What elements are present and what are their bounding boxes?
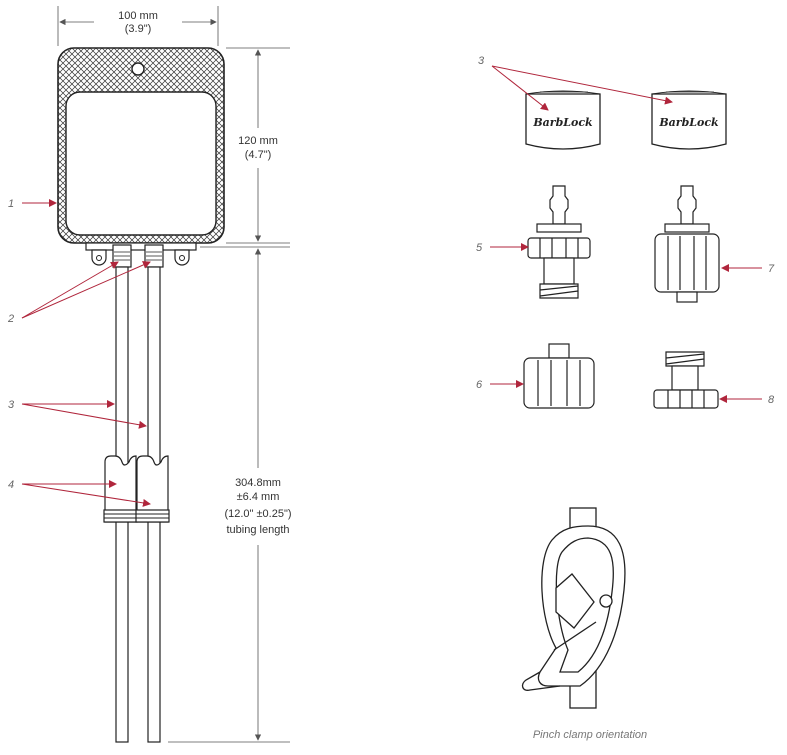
barblock-cap-left: BarbLock — [525, 90, 601, 150]
tube-length-line1: 304.8mm — [235, 477, 281, 489]
callout-7: 7 — [768, 263, 775, 275]
left-callout-arrows — [21, 199, 151, 507]
connector-5 — [527, 185, 591, 299]
bag-tab-right-hole — [179, 255, 185, 261]
connector-8 — [653, 351, 719, 409]
pinch-clamp — [521, 507, 626, 709]
height-mm-label: 120 mm — [238, 135, 278, 147]
tube-length-line2: ±6.4 mm — [237, 491, 280, 503]
barblock-cap-right: BarbLock — [651, 90, 727, 150]
callout-5: 5 — [476, 242, 483, 254]
callout-6: 6 — [476, 379, 483, 391]
tube-length-line3: (12.0" ±0.25") — [224, 508, 291, 520]
connector-6 — [523, 343, 595, 409]
callout-4: 4 — [8, 479, 14, 491]
brand-text-right: BarbLock — [658, 116, 719, 129]
width-in-label: (3.9") — [125, 23, 152, 35]
bag-assembly — [57, 47, 225, 743]
bag-flange — [85, 242, 197, 251]
callout-1: 1 — [8, 198, 14, 210]
callout-8: 8 — [768, 394, 775, 406]
height-in-label: (4.7") — [245, 149, 272, 161]
brand-text-left: BarbLock — [532, 116, 593, 129]
pinch-clamp-caption: Pinch clamp orientation — [533, 729, 647, 741]
dimension-lines — [57, 6, 290, 743]
connector-7 — [654, 185, 720, 303]
tube-length-line4: tubing length — [227, 524, 290, 536]
callout-2: 2 — [7, 313, 14, 325]
callout-3-left: 3 — [8, 399, 15, 411]
hang-hole — [131, 62, 145, 76]
bag-tab-left-hole — [96, 255, 102, 261]
clamp-left — [103, 455, 138, 523]
port-left-threads — [114, 251, 130, 261]
bag-window — [65, 91, 217, 236]
right-callout-arrows — [490, 65, 762, 403]
port-right-threads — [146, 251, 162, 261]
clamp-right — [135, 455, 170, 523]
callout-3-right: 3 — [478, 55, 485, 67]
width-mm-label: 100 mm — [118, 10, 158, 22]
